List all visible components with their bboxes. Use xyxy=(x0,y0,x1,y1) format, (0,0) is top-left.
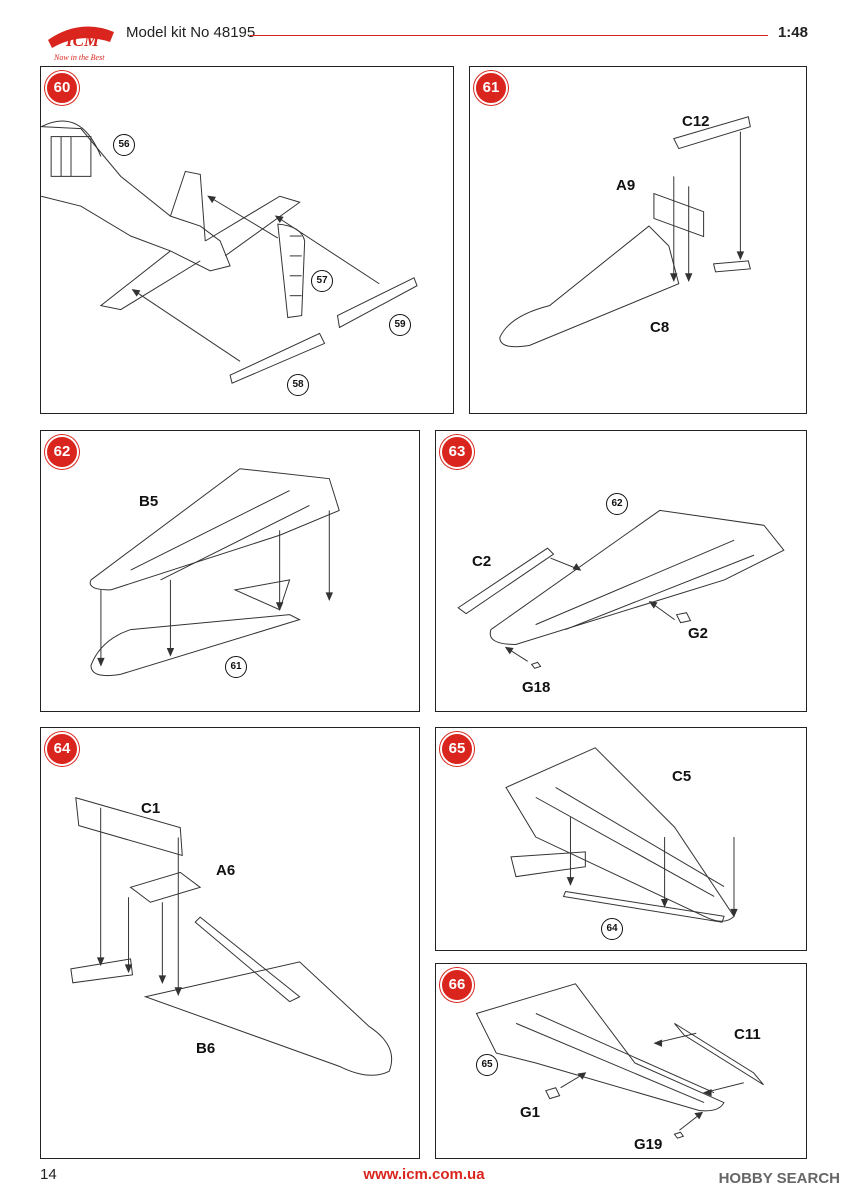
part-label-C2: C2 xyxy=(472,553,492,570)
part-label-B5: B5 xyxy=(139,493,159,510)
step-panel-62: 62 B5 61 xyxy=(40,430,420,712)
part-ref-57: 57 xyxy=(311,270,333,292)
website-link[interactable]: www.icm.com.ua xyxy=(363,1166,485,1183)
step-panel-63: 63 62 C2 G2 G18 xyxy=(435,430,807,712)
part-label-G18: G18 xyxy=(522,679,551,696)
step-number-66: 66 xyxy=(440,968,474,1002)
brand-tagline: Now in the Best xyxy=(53,53,105,62)
step-66-drawing xyxy=(475,983,764,1139)
brand-name: ICM xyxy=(65,31,100,50)
part-label-G19: G19 xyxy=(634,1136,663,1153)
step-60-drawing xyxy=(41,120,418,384)
step-number-64: 64 xyxy=(45,732,79,766)
part-ref-59: 59 xyxy=(389,314,411,336)
kit-title: Model kit No 48195 xyxy=(126,24,256,41)
part-ref-62: 62 xyxy=(606,493,628,515)
step-62-drawing xyxy=(89,468,340,677)
part-label-A6: A6 xyxy=(216,862,236,879)
step-64-drawing xyxy=(70,797,393,1076)
step-panel-61: 61 C12 A9 C8 xyxy=(469,66,807,414)
part-ref-65: 65 xyxy=(476,1054,498,1076)
step-panel-66: 66 C11 65 G1 G19 xyxy=(435,963,807,1159)
step-63-drawing xyxy=(457,509,785,669)
part-ref-64: 64 xyxy=(601,918,623,940)
part-label-C8: C8 xyxy=(650,319,670,336)
step-panel-65: 65 C5 64 xyxy=(435,727,807,951)
watermark: HOBBY SEARCH xyxy=(718,1170,840,1187)
step-number-65: 65 xyxy=(440,732,474,766)
part-label-C12: C12 xyxy=(682,113,710,130)
part-ref-56: 56 xyxy=(113,134,135,156)
scale-label: 1:48 xyxy=(777,24,808,41)
part-label-G1: G1 xyxy=(520,1104,541,1121)
step-61-drawing xyxy=(499,116,751,348)
step-panel-64: 64 C1 A6 B6 xyxy=(40,727,420,1159)
part-ref-61: 61 xyxy=(225,656,247,678)
step-panel-60: 60 56 57 58 59 xyxy=(40,66,454,414)
part-label-A9: A9 xyxy=(616,177,636,194)
part-label-C11: C11 xyxy=(734,1026,761,1043)
part-label-C5: C5 xyxy=(672,768,692,785)
header-divider xyxy=(250,35,768,36)
step-number-63: 63 xyxy=(440,435,474,469)
step-number-62: 62 xyxy=(45,435,79,469)
step-number-61: 61 xyxy=(474,71,508,105)
part-label-C1: C1 xyxy=(141,800,161,817)
part-label-G2: G2 xyxy=(688,625,709,642)
part-ref-58: 58 xyxy=(287,374,309,396)
step-65-drawing xyxy=(505,747,738,923)
part-label-B6: B6 xyxy=(196,1040,216,1057)
page-number: 14 xyxy=(40,1166,57,1183)
step-number-60: 60 xyxy=(45,71,79,105)
brand-logo: ICM Now in the Best xyxy=(40,20,120,64)
